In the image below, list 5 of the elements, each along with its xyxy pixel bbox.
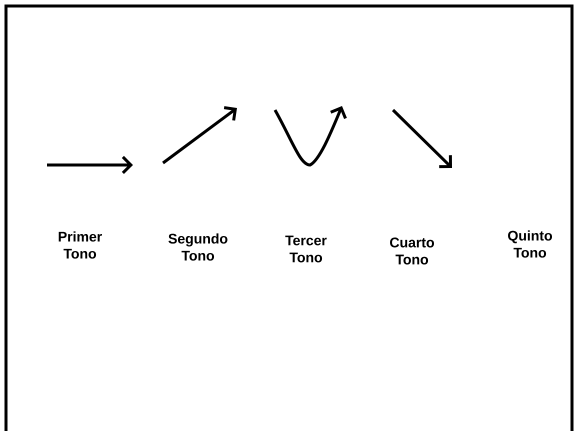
tone-label: Quinto Tono	[508, 230, 552, 258]
tone-label: Cuarto Tono	[390, 238, 434, 264]
tone-label: Segundo Tono	[168, 233, 228, 261]
tone-label: Tercer Tono	[285, 236, 327, 262]
tone-label: Primer Tono	[58, 231, 102, 259]
